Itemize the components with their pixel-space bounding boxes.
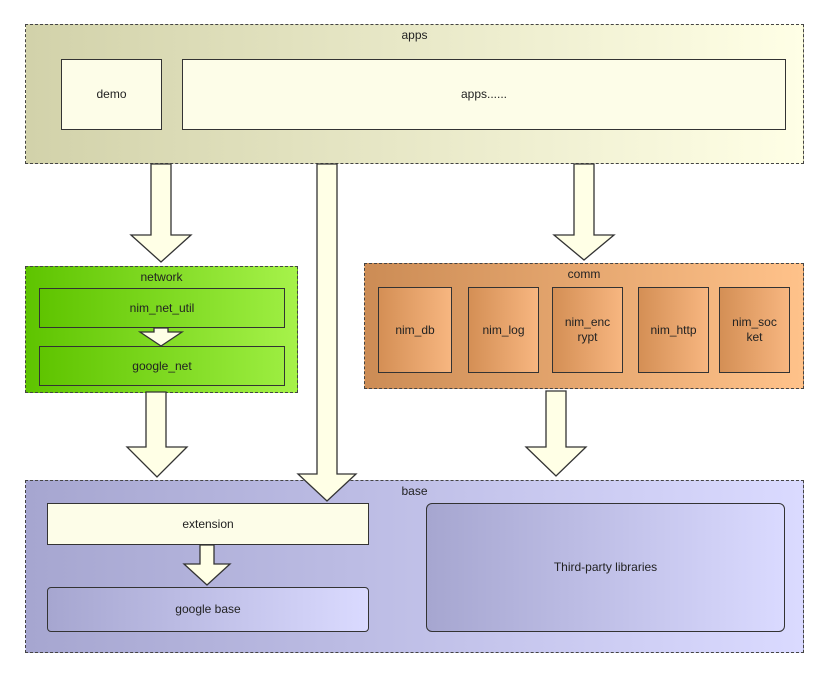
nim-net-util-label: nim_net_util xyxy=(129,300,195,315)
google-base-label: google base xyxy=(175,602,241,616)
demo-label: demo xyxy=(96,87,127,101)
demo-box[interactable]: demo xyxy=(61,59,162,130)
extension-box[interactable]: extension xyxy=(47,503,369,545)
nim-http-label: nim_http xyxy=(650,322,697,337)
nim-log-label: nim_log xyxy=(482,322,525,337)
nim-net-util-box[interactable]: nim_net_util xyxy=(39,288,285,328)
nim-db-label: nim_db xyxy=(395,322,435,337)
comm-group-title: comm xyxy=(567,267,601,281)
network-group-title: network xyxy=(140,270,183,284)
apps-more-box[interactable]: apps...... xyxy=(182,59,786,130)
arrow-net-util-to-google-net xyxy=(137,327,185,347)
arrow-network-to-base xyxy=(125,391,189,478)
arrow-apps-to-base xyxy=(296,163,358,502)
nim-http-box[interactable]: nim_http xyxy=(638,287,709,373)
google-net-box[interactable]: google_net xyxy=(39,346,285,386)
nim-encrypt-label: nim_enc rypt xyxy=(564,315,611,344)
arrow-apps-to-comm xyxy=(552,163,616,261)
nim-db-box[interactable]: nim_db xyxy=(378,287,452,373)
google-base-box[interactable]: google base xyxy=(47,587,369,632)
apps-more-label: apps...... xyxy=(460,87,508,101)
arrow-comm-to-base xyxy=(524,390,588,477)
arrow-apps-to-network xyxy=(129,163,193,263)
third-party-box[interactable]: Third-party libraries xyxy=(426,503,785,632)
google-net-label: google_net xyxy=(132,358,192,373)
apps-group-title: apps xyxy=(401,28,428,42)
nim-socket-label: nim_soc ket xyxy=(732,315,777,344)
third-party-label: Third-party libraries xyxy=(553,560,658,574)
nim-socket-box[interactable]: nim_soc ket xyxy=(719,287,790,373)
arrow-extension-to-google-base xyxy=(182,544,232,586)
nim-encrypt-box[interactable]: nim_enc rypt xyxy=(552,287,623,373)
extension-label: extension xyxy=(182,516,234,531)
base-group-title: base xyxy=(401,484,428,498)
nim-log-box[interactable]: nim_log xyxy=(468,287,539,373)
